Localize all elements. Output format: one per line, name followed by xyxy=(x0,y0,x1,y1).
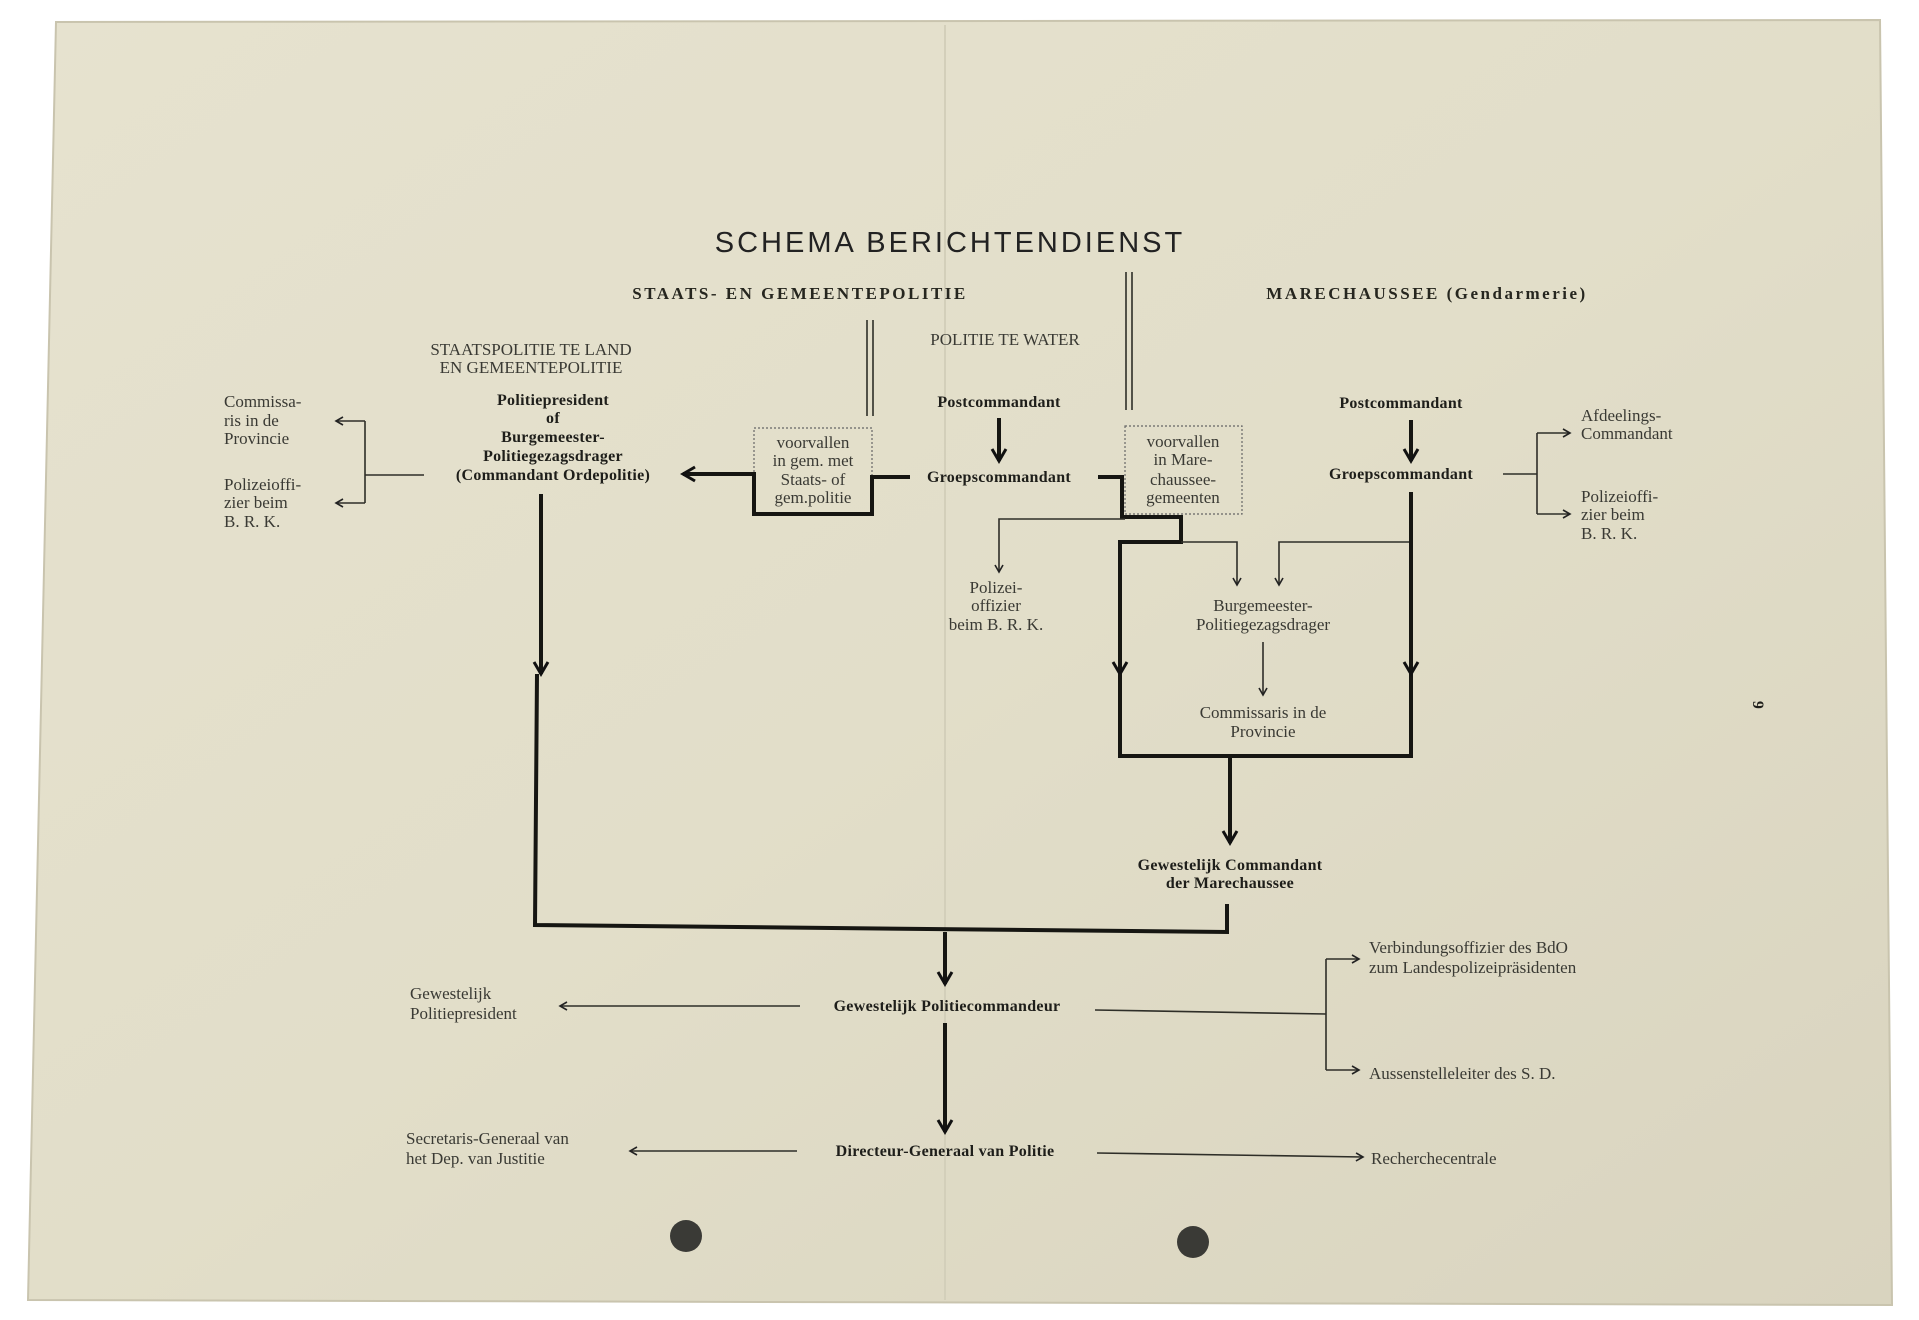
svg-text:Burgemeester-: Burgemeester- xyxy=(1213,596,1313,615)
svg-text:zier beim: zier beim xyxy=(224,493,288,512)
header-staats-gemeentepolitie: STAATS- EN GEMEENTEPOLITIE xyxy=(632,284,968,303)
box-staats-outline xyxy=(753,427,873,515)
svg-text:Secretaris-Generaal van: Secretaris-Generaal van xyxy=(406,1129,569,1148)
svg-text:Polizei-: Polizei- xyxy=(970,578,1023,597)
burgemeester-node: Burgemeester- Politiegezagsdrager xyxy=(1196,596,1330,634)
svg-text:Gewestelijk Commandant: Gewestelijk Commandant xyxy=(1138,857,1323,874)
box-mare-outline xyxy=(1124,425,1243,515)
thin-arrow-burgemeester-1 xyxy=(1181,541,1242,587)
polizeioffizier-left-node: Polizeioffi- zier beim B. R. K. xyxy=(224,475,301,531)
header-land-2: EN GEMEENTEPOLITIE xyxy=(440,358,623,377)
header-land-1: STAATSPOLITIE TE LAND xyxy=(430,340,631,359)
right-bracket-arrows xyxy=(1094,954,1361,1075)
svg-text:Commissa-: Commissa- xyxy=(224,392,302,411)
politiecommandeur-node: Gewestelijk Politiecommandeur xyxy=(834,998,1061,1015)
page-title: SCHEMA BERICHTENDIENST xyxy=(715,227,1185,259)
thick-path-to-politiepresident xyxy=(680,465,910,516)
page-number: 9 xyxy=(1749,701,1766,709)
svg-text:beim B. R. K.: beim B. R. K. xyxy=(949,615,1043,634)
header-marechaussee: MARECHAUSSEE (Gendarmerie) xyxy=(1266,284,1587,303)
svg-text:(Commandant Ordepolitie): (Commandant Ordepolitie) xyxy=(456,467,650,484)
svg-text:het Dep. van Justitie: het Dep. van Justitie xyxy=(406,1149,545,1168)
afdelings-commandant-node: Afdeelings- Commandant xyxy=(1581,406,1673,443)
svg-text:voorvallen: voorvallen xyxy=(777,433,850,452)
thick-merge-box xyxy=(1118,674,1413,758)
svg-text:B. R. K.: B. R. K. xyxy=(1581,524,1637,543)
arrow-right-icon xyxy=(1096,1152,1365,1162)
verbindungsoffizier-node: Verbindungsoffizier des BdO zum Landespo… xyxy=(1369,938,1577,977)
svg-text:ris in de: ris in de xyxy=(224,411,279,430)
svg-text:Politiepresident: Politiepresident xyxy=(410,1004,517,1023)
svg-text:voorvallen: voorvallen xyxy=(1147,432,1220,451)
left-bracket-arrows xyxy=(334,416,424,508)
svg-text:Gewestelijk: Gewestelijk xyxy=(410,984,492,1003)
punch-hole-left xyxy=(670,1220,702,1252)
mare-bracket-arrows xyxy=(1503,428,1572,519)
mare-groepscommandant: Groepscommandant xyxy=(1329,466,1473,483)
svg-text:chaussee-: chaussee- xyxy=(1150,470,1216,489)
svg-text:gemeenten: gemeenten xyxy=(1146,488,1220,507)
svg-text:zum Landespolizeipräsidenten: zum Landespolizeipräsidenten xyxy=(1369,958,1577,977)
thin-arrow-burgemeester-2 xyxy=(1274,541,1411,587)
svg-text:Provincie: Provincie xyxy=(1230,722,1295,741)
divider-lines xyxy=(866,272,1133,416)
header-water: POLITIE TE WATER xyxy=(930,330,1080,349)
svg-text:der Marechaussee: der Marechaussee xyxy=(1166,875,1294,892)
svg-text:Politiegezagsdrager: Politiegezagsdrager xyxy=(1196,615,1330,634)
svg-text:Commissaris in de: Commissaris in de xyxy=(1200,703,1327,722)
svg-text:Politiepresident: Politiepresident xyxy=(497,392,609,409)
svg-text:Staats- of: Staats- of xyxy=(781,470,846,489)
paper-sheet xyxy=(26,18,1894,1307)
thin-arrow-polizei xyxy=(994,518,1125,574)
polizei-offizier-node: Polizei- offizier beim B. R. K. xyxy=(949,578,1043,634)
svg-text:B. R. K.: B. R. K. xyxy=(224,512,280,531)
water-groepscommandant: Groepscommandant xyxy=(927,469,1071,486)
polizeioffizier-right-node: Polizeioffi- zier beim B. R. K. xyxy=(1581,487,1658,543)
svg-text:Provincie: Provincie xyxy=(224,429,289,448)
svg-text:Burgemeester-: Burgemeester- xyxy=(501,429,605,446)
directeur-generaal-node: Directeur-Generaal van Politie xyxy=(836,1143,1055,1160)
thick-merge-bottom xyxy=(532,673,1229,935)
svg-text:Politiegezagsdrager: Politiegezagsdrager xyxy=(483,448,623,465)
svg-text:Commandant: Commandant xyxy=(1581,424,1673,443)
secretaris-generaal-node: Secretaris-Generaal van het Dep. van Jus… xyxy=(406,1129,569,1168)
gewestelijk-commandant-node: Gewestelijk Commandant der Marechaussee xyxy=(1138,857,1323,892)
svg-text:Polizeioffi-: Polizeioffi- xyxy=(1581,487,1658,506)
mare-postcommandant: Postcommandant xyxy=(1339,395,1463,412)
water-postcommandant: Postcommandant xyxy=(937,394,1061,411)
gewestelijk-politiepresident-node: Gewestelijk Politiepresident xyxy=(410,984,517,1023)
commissaris-mare-node: Commissaris in de Provincie xyxy=(1200,703,1327,741)
thick-path-mare-left xyxy=(1098,475,1183,677)
recherchecentrale-node: Recherchecentrale xyxy=(1371,1149,1497,1168)
svg-text:in Mare-: in Mare- xyxy=(1153,450,1212,469)
svg-text:Afdeelings-: Afdeelings- xyxy=(1581,406,1662,425)
box-voorvallen-staats: voorvallen in gem. met Staats- of gem.po… xyxy=(773,433,854,507)
svg-text:zier beim: zier beim xyxy=(1581,505,1645,524)
svg-text:offizier: offizier xyxy=(971,596,1021,615)
svg-text:of: of xyxy=(546,410,560,427)
politiepresident-node: Politiepresident of Burgemeester- Politi… xyxy=(456,392,650,484)
punch-hole-right xyxy=(1177,1226,1209,1258)
svg-text:gem.politie: gem.politie xyxy=(775,488,852,507)
svg-text:in gem. met: in gem. met xyxy=(773,451,854,470)
aussenstelleleiter-node: Aussenstelleleiter des S. D. xyxy=(1369,1064,1556,1083)
commissaris-left-node: Commissa- ris in de Provincie xyxy=(224,392,302,448)
svg-text:Polizeioffi-: Polizeioffi- xyxy=(224,475,301,494)
svg-text:Verbindungsoffizier des BdO: Verbindungsoffizier des BdO xyxy=(1369,938,1568,957)
box-voorvallen-mare: voorvallen in Mare- chaussee- gemeenten xyxy=(1146,432,1220,507)
